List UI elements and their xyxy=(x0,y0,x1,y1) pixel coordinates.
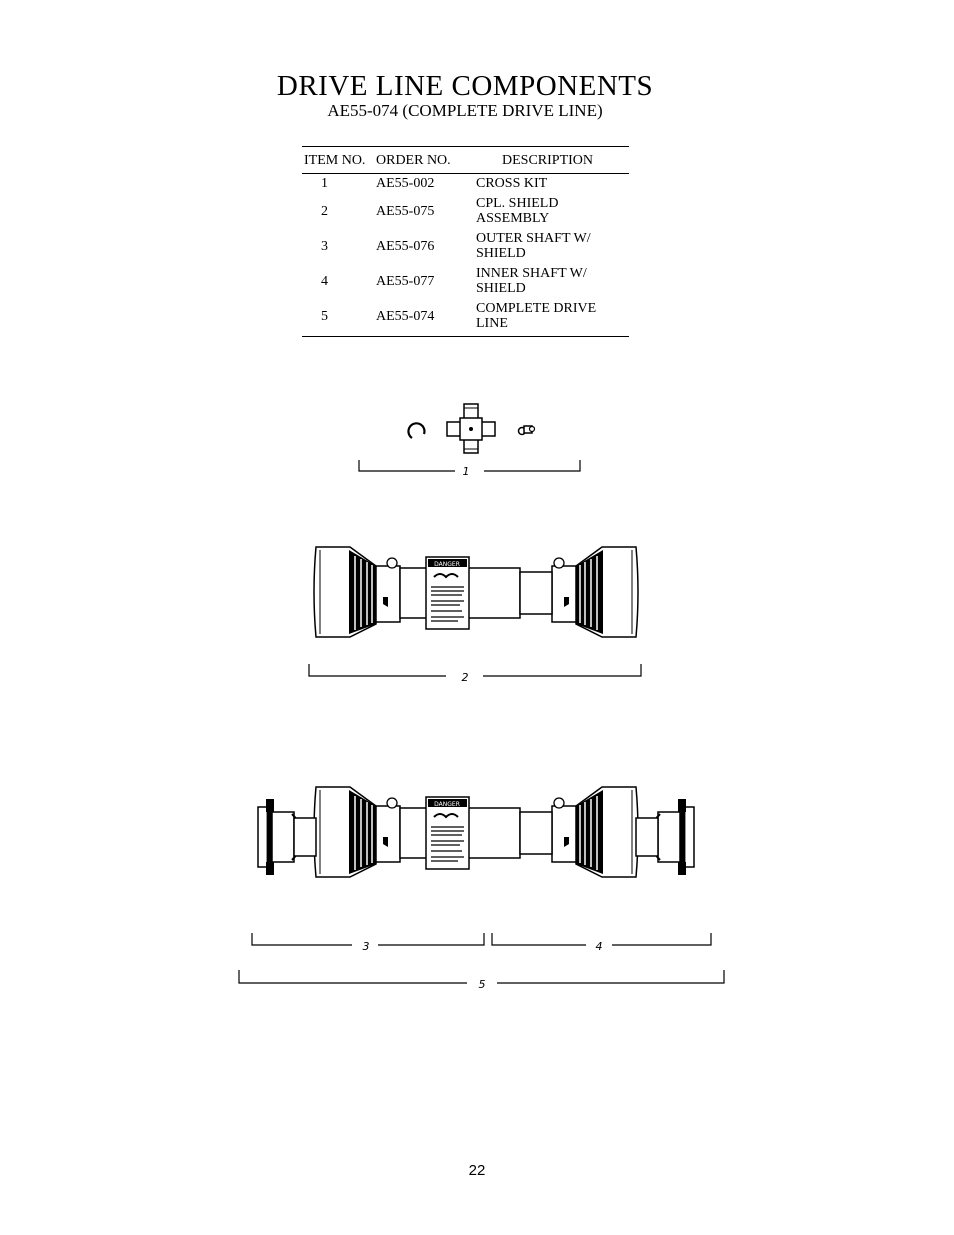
description-cell: OUTER SHAFT W/ SHIELD xyxy=(476,231,591,261)
page-subtitle: AE55-074 (COMPLETE DRIVE LINE) xyxy=(327,101,603,120)
table-row: 4 AE55-077 INNER SHAFT W/ SHIELD xyxy=(302,264,629,299)
callout-5: 5 xyxy=(479,978,486,991)
callout-2: 2 xyxy=(462,671,469,684)
table-header-row: ITEM NO. ORDER NO. DESCRIPTION xyxy=(302,146,629,174)
page-title: DRIVE LINE COMPONENTS xyxy=(276,70,654,102)
description-cell: INNER SHAFT W/ SHIELD xyxy=(476,266,587,296)
description-cell: CPL. SHIELD ASSEMBLY xyxy=(476,196,559,226)
header-description: DESCRIPTION xyxy=(476,146,629,174)
snap-ring-icon xyxy=(407,422,426,439)
description-cell: CROSS KIT xyxy=(476,176,548,191)
grease-fitting-icon xyxy=(517,425,536,436)
table-row: 2 AE55-075 CPL. SHIELD ASSEMBLY xyxy=(302,194,629,229)
item-no-cell: 1 xyxy=(321,176,328,191)
cross-kit-drawing xyxy=(407,403,536,454)
bracket-1 xyxy=(358,460,581,472)
callout-4: 4 xyxy=(596,940,603,953)
item-no-cell: 5 xyxy=(302,299,376,337)
order-no-cell: AE55-074 xyxy=(376,299,476,337)
table-row: 1 AE55-002 CROSS KIT xyxy=(302,174,629,195)
item-no-cell: 3 xyxy=(321,238,328,254)
bracket-2 xyxy=(308,664,642,677)
item-no-cell: 4 xyxy=(321,273,328,289)
table-row: 5 AE55-074 COMPLETE DRIVE LINE xyxy=(302,299,629,337)
order-no-cell: AE55-077 xyxy=(376,273,435,289)
order-no-cell: AE55-002 xyxy=(376,176,435,191)
table-row: 3 AE55-076 OUTER SHAFT W/ SHIELD xyxy=(302,229,629,264)
parts-table: ITEM NO. ORDER NO. DESCRIPTION 1 AE55-00… xyxy=(302,146,629,337)
right-yoke xyxy=(635,799,695,875)
description-cell: COMPLETE DRIVE LINE xyxy=(476,299,629,337)
item-no-cell: 2 xyxy=(321,203,328,219)
bracket-4 xyxy=(491,933,712,946)
page-number: 22 xyxy=(468,1162,486,1179)
u-joint-cross-icon xyxy=(446,403,496,454)
bracket-5 xyxy=(238,970,725,984)
decal-label: DANGER xyxy=(434,561,460,568)
shield-assembly-drawing: DANGER xyxy=(313,546,639,638)
header-item-no: ITEM NO. xyxy=(302,146,376,174)
complete-drive-line-drawing: DANGER xyxy=(257,786,695,878)
callout-3: 3 xyxy=(363,940,370,953)
bracket-3 xyxy=(251,933,485,946)
decal-label: DANGER xyxy=(434,801,460,808)
order-no-cell: AE55-075 xyxy=(376,203,435,219)
order-no-cell: AE55-076 xyxy=(376,238,435,254)
left-yoke xyxy=(257,799,317,875)
header-order-no: ORDER NO. xyxy=(376,146,476,174)
callout-1: 1 xyxy=(463,465,470,478)
danger-decal: DANGER xyxy=(425,556,470,630)
